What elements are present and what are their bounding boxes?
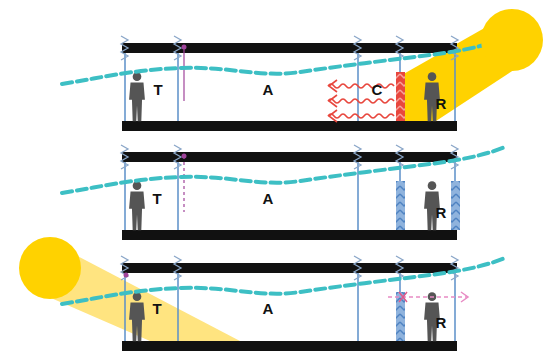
panel-one: [62, 9, 543, 131]
zone-label: R: [436, 315, 447, 330]
cool-panel: [451, 181, 460, 230]
panel-three: [19, 237, 505, 351]
blocked-arrow: [388, 292, 468, 302]
zone-label: T: [153, 82, 162, 97]
cool-panel: [396, 181, 405, 230]
sensor-line: [183, 156, 184, 212]
heated-panel: [396, 72, 405, 121]
zone-label: A: [263, 301, 274, 316]
heat-arrows: [328, 80, 394, 122]
zone-label: C: [372, 82, 383, 97]
sensor-dot: [124, 273, 129, 278]
zone-label: T: [152, 301, 161, 316]
zone-label: A: [263, 82, 274, 97]
zone-label: R: [436, 96, 447, 111]
zone-label: T: [152, 191, 161, 206]
panel-two: [62, 145, 505, 240]
sun: [19, 237, 81, 299]
zone-label: A: [263, 191, 274, 206]
zone-label: R: [436, 205, 447, 220]
sensor-line: [183, 47, 184, 101]
sun: [481, 9, 543, 71]
